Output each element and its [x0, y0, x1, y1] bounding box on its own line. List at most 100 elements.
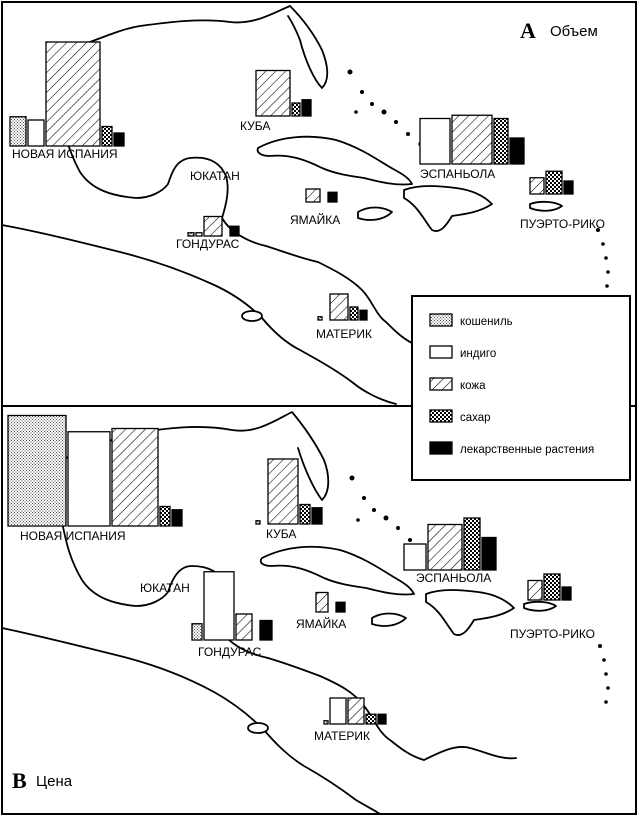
jamaica-island-b: [371, 612, 407, 627]
bar-group-a-0: [9, 41, 125, 147]
bar-leather: [427, 523, 463, 571]
bar-medicinal: [377, 713, 387, 725]
gulf-coast-north: [59, 5, 329, 89]
bar-indigo: [403, 543, 427, 571]
region-label: КУБА: [240, 119, 270, 133]
puerto-rico-island: [529, 200, 563, 212]
bar-medicinal: [327, 191, 338, 203]
region-label: ЯМАЙКА: [296, 616, 346, 631]
bar-group-b-0: [7, 414, 183, 527]
bar-leather: [315, 591, 329, 613]
legend-swatch-leather: [429, 377, 453, 391]
bar-sugar: [543, 573, 561, 601]
bar-sugar: [299, 503, 311, 525]
panel-a-heading: A Объем: [520, 18, 598, 43]
bar-group-a-4: [305, 188, 338, 203]
panel-b-title: Цена: [36, 773, 73, 790]
legend-swatch-medicinal: [429, 441, 453, 455]
bar-group-b-4: [315, 591, 346, 613]
bar-group-a-3: [529, 170, 574, 195]
region-label: НОВАЯ ИСПАНИЯ: [12, 147, 118, 161]
region-label: ГОНДУРАС: [198, 645, 262, 659]
lake-nicaragua: [241, 310, 263, 322]
legend-label-indigo: индиго: [460, 348, 496, 360]
bar-indigo: [203, 571, 235, 641]
legend-swatch-cochineal: [429, 313, 453, 327]
south-america-coast-b: [423, 746, 517, 761]
bar-sugar: [463, 517, 481, 571]
puerto-rico-island-b: [523, 600, 557, 612]
bar-leather: [45, 41, 101, 147]
legend-label-leather: кожа: [460, 380, 486, 392]
central-america-coast: [265, 245, 419, 347]
lake-nicaragua-b: [247, 722, 269, 734]
bar-medicinal: [113, 132, 125, 147]
panel-b-heading: B Цена: [12, 768, 73, 793]
bar-leather: [255, 69, 291, 117]
bar-group-b-2: [403, 517, 497, 571]
bar-group-a-6: [317, 293, 368, 321]
bar-group-b-1: [255, 458, 323, 525]
bar-sugar: [493, 117, 509, 165]
bar-sugar: [159, 505, 171, 527]
bar-sugar: [291, 102, 301, 117]
bar-leather: [203, 215, 223, 237]
pacific-coast-b: [1, 627, 381, 815]
bar-indigo: [67, 431, 111, 527]
region-label: ПУЭРТО-РИКО: [510, 627, 595, 641]
bar-indigo: [195, 232, 203, 237]
cuba-island-b: [259, 545, 415, 596]
bar-indigo: [329, 697, 347, 725]
region-label: МАТЕРИК: [314, 729, 370, 743]
hispaniola-island: [403, 185, 493, 232]
bar-medicinal: [509, 137, 525, 165]
region-label: МАТЕРИК: [316, 327, 372, 341]
panel-a-letter: A: [520, 18, 536, 43]
bar-cochineal: [317, 316, 323, 321]
bar-sugar: [101, 125, 113, 147]
bar-medicinal: [301, 99, 312, 117]
legend-swatch-sugar: [429, 409, 453, 423]
bar-medicinal: [563, 180, 574, 195]
bar-medicinal: [481, 536, 497, 571]
lesser-antilles-islands-b: [598, 644, 610, 704]
legend-swatch-indigo: [429, 345, 453, 359]
hispaniola-island-b: [425, 589, 515, 636]
region-label: ГОНДУРАС: [176, 237, 240, 251]
region-label: НОВАЯ ИСПАНИЯ: [20, 529, 126, 543]
bar-medicinal: [259, 619, 273, 641]
bar-medicinal: [311, 507, 323, 525]
bar-group-a-2: [419, 114, 525, 165]
panel-a-map: [1, 5, 610, 405]
bar-leather: [305, 188, 321, 203]
legend-label-sugar: сахар: [460, 412, 491, 424]
bar-group-a-1: [255, 69, 312, 117]
bar-leather: [111, 427, 159, 527]
bar-cochineal: [191, 623, 203, 641]
bar-leather: [267, 458, 299, 525]
bars-layer: [7, 41, 574, 725]
panel-b-letter: B: [12, 768, 27, 793]
bar-medicinal: [561, 586, 572, 601]
bar-medicinal: [229, 225, 240, 237]
legend-label-cochineal: кошениль: [460, 316, 513, 328]
region-label: ПУЭРТО-РИКО: [520, 217, 605, 231]
bar-indigo: [27, 119, 45, 147]
bar-cochineal: [9, 116, 27, 147]
place-label: ЮКАТАН: [140, 581, 190, 595]
bar-group-b-6: [323, 697, 387, 725]
cuba-island: [256, 135, 413, 186]
bar-medicinal: [335, 601, 346, 613]
pacific-coast: [1, 224, 397, 405]
bar-cochineal: [187, 232, 195, 237]
bar-medicinal: [359, 309, 368, 321]
region-label: ЭСПАНЬОЛА: [416, 571, 491, 585]
bar-sugar: [545, 170, 563, 195]
bar-leather: [451, 114, 493, 165]
bar-group-b-3: [527, 573, 572, 601]
bar-leather: [347, 697, 365, 725]
bar-cochineal: [323, 720, 329, 725]
bar-leather: [529, 177, 545, 195]
